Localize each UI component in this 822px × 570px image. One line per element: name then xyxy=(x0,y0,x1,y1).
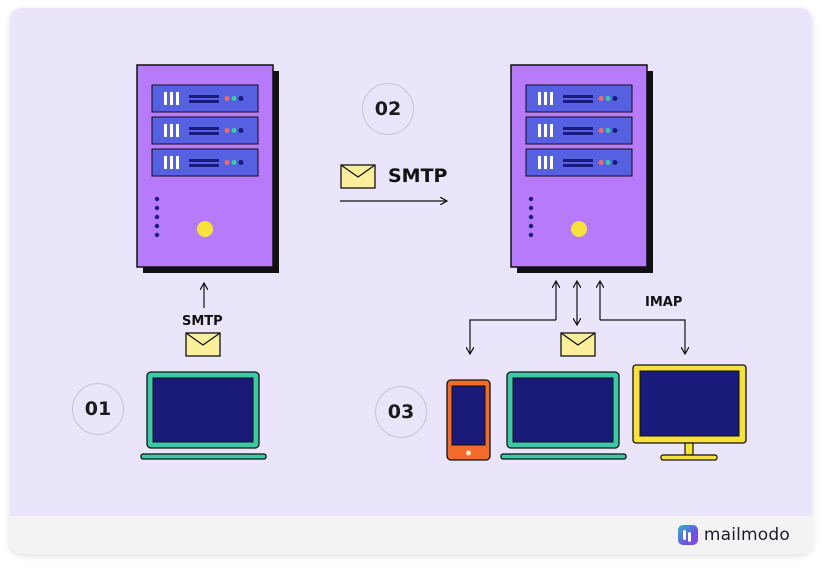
footer-bar: mailmodo xyxy=(10,516,812,554)
smtp-server-label: SMTP xyxy=(388,165,448,187)
sender-laptop-icon xyxy=(140,371,267,460)
receiving-server-icon xyxy=(510,64,654,274)
diagram-artwork xyxy=(136,64,747,461)
receiver-laptop-icon xyxy=(500,371,627,460)
smtp-client-label: SMTP xyxy=(182,314,223,329)
imap-label: IMAP xyxy=(645,295,683,310)
brand[interactable]: mailmodo xyxy=(677,524,790,546)
step-01-badge: 01 xyxy=(72,383,124,435)
phone-icon xyxy=(446,379,491,461)
imap-monitor-arrow-icon xyxy=(600,319,685,354)
client-envelope-icon xyxy=(185,332,221,357)
diagram-card: 01 02 03 SMTP SMTP IMAP mailmodo xyxy=(10,8,812,554)
sending-server-icon xyxy=(136,64,280,274)
imap-envelope-icon xyxy=(560,332,596,357)
step-02-badge: 02 xyxy=(362,83,414,135)
mailmodo-logo-icon xyxy=(677,525,698,545)
server-envelope-icon xyxy=(340,164,376,189)
step-03-badge: 03 xyxy=(375,386,427,438)
brand-name: mailmodo xyxy=(703,525,790,545)
imap-phone-arrow-icon xyxy=(470,319,556,354)
monitor-icon xyxy=(632,364,747,461)
